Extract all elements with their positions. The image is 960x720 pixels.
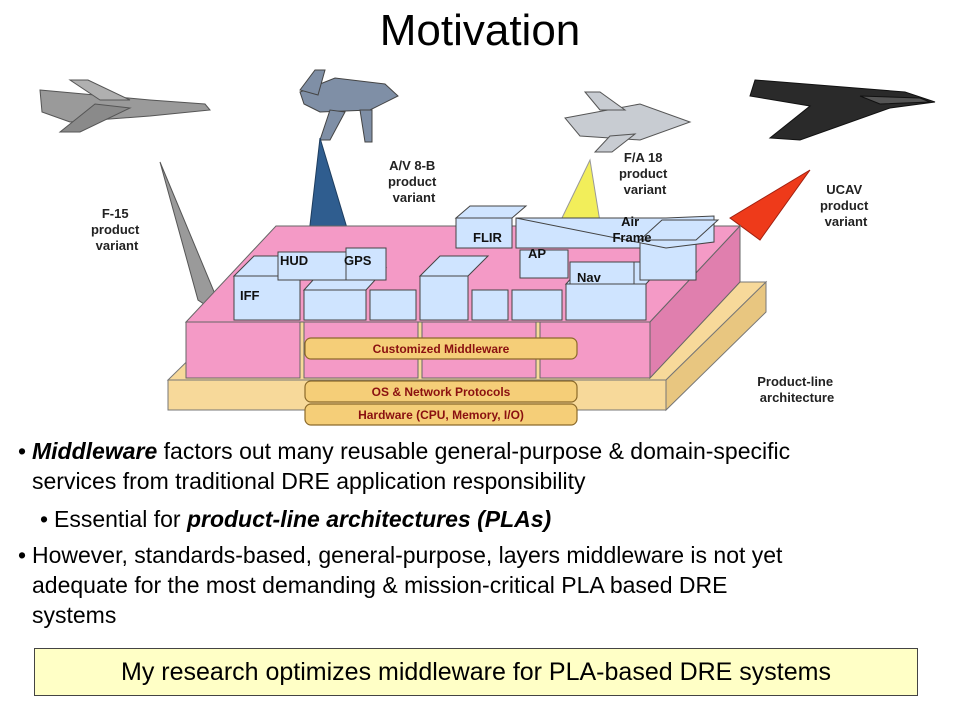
svg-text:Customized Middleware: Customized Middleware (373, 342, 510, 356)
component-nav: Nav (577, 270, 602, 285)
component-hud: HUD (280, 253, 308, 268)
bullet-pla: • Essential for product-line architectur… (40, 504, 938, 534)
layer-middleware: Customized Middleware (304, 337, 578, 360)
pla-base-side (665, 280, 767, 412)
component-gps: GPS (344, 253, 372, 268)
fa18-variant-label: F/A 18 product variant (619, 150, 671, 197)
layer-os: OS & Network Protocols (304, 380, 578, 403)
fa18-aircraft-image (564, 91, 692, 153)
bullet-text: adequate for the most demanding & missio… (32, 572, 728, 598)
component-iff: IFF (240, 288, 260, 303)
component-ap: AP (528, 246, 546, 261)
bullet-dot: • (18, 542, 27, 568)
pink-block-front-1 (185, 321, 301, 379)
pink-block-side (649, 224, 741, 380)
research-text: My research optimizes middleware for PLA… (121, 657, 831, 686)
av8b-aircraft-image (299, 69, 399, 143)
bullet-text: factors out many reusable general-purpos… (157, 438, 791, 464)
bullet-dot: • (18, 438, 27, 464)
bullet-text: services from traditional DRE applicatio… (32, 468, 586, 494)
ucav-cone (729, 169, 811, 241)
bullet-text: systems (32, 602, 117, 628)
bullet-text: Essential for (54, 506, 187, 532)
ucav-aircraft-image (749, 79, 936, 141)
bullet-however: • However, standards-based, general-purp… (18, 540, 938, 630)
slide-title: Motivation (379, 6, 581, 55)
ucav-variant-label: UCAV product variant (820, 182, 872, 229)
layer-hardware: Hardware (CPU, Memory, I/O) (304, 403, 578, 426)
bullet-emphasis: Middleware (32, 438, 158, 464)
av8b-variant-label: A/V 8-B product variant (388, 158, 440, 205)
component-air-frame: Air Frame (612, 214, 651, 245)
svg-text:OS & Network Protocols: OS & Network Protocols (372, 385, 511, 399)
svg-text:Hardware (CPU, Memory, I/O): Hardware (CPU, Memory, I/O) (358, 408, 524, 422)
bullet-dot: • (40, 506, 49, 532)
pla-diagram: IFF HUD GPS FLIR AP Nav Air Frame Custom… (39, 69, 936, 426)
fa18-cone (559, 158, 601, 223)
component-flir: FLIR (473, 230, 502, 245)
bullet-emphasis: product-line architectures (PLAs) (186, 506, 552, 532)
bullet-list: • Middleware factors out many reusable g… (18, 436, 938, 630)
f15-aircraft-image (39, 79, 211, 133)
research-box: My research optimizes middleware for PLA… (34, 648, 918, 696)
bullet-middleware: • Middleware factors out many reusable g… (18, 436, 938, 496)
component-row-back (277, 205, 720, 285)
pla-label: Product-line architecture (757, 374, 836, 405)
bullet-text: However, standards-based, general-purpos… (32, 542, 783, 568)
f15-variant-label: F-15 product variant (91, 206, 143, 253)
